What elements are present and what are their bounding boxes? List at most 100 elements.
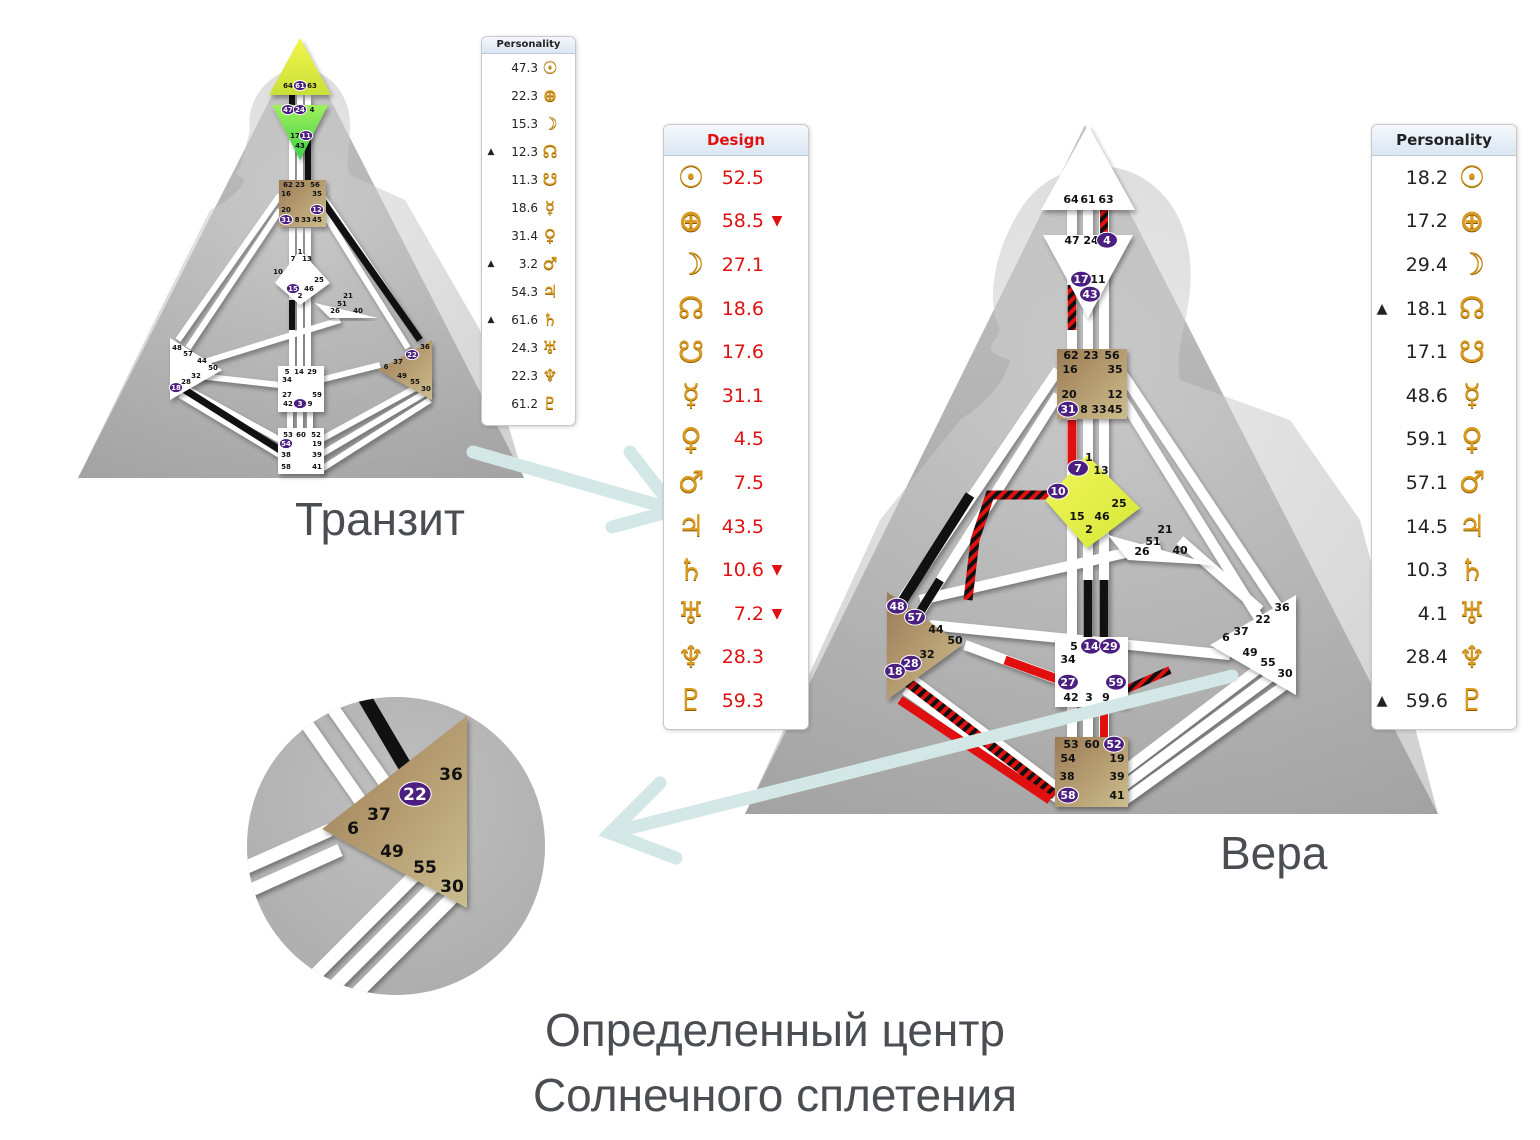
- vera-gate-root: 53: [1063, 738, 1078, 751]
- planet-icon: ☋: [677, 334, 705, 370]
- transit-personality-rows: 47.3☉22.3⊕15.3☽▲12.3☊11.3☋18.6☿31.4♀▲3.2…: [482, 54, 575, 418]
- planet-icon: ☿: [544, 198, 556, 218]
- transit_personality-row: 22.3⊕: [482, 82, 575, 110]
- transit-gate-heart: 21: [343, 292, 353, 300]
- design-row: ☿31.1: [664, 374, 808, 418]
- planet-icon: ☿: [681, 378, 701, 414]
- gate-highlight-badge: [886, 597, 908, 615]
- transit-gate-g: 13: [302, 255, 312, 263]
- vera-gate-solar: 55: [1260, 656, 1275, 669]
- transit-gate-sacral: 5: [285, 368, 290, 376]
- planet-value: 11.3: [511, 173, 538, 187]
- gate-highlight-badge: [292, 104, 308, 116]
- planet-value: 22.3: [511, 369, 538, 383]
- design-row: ♃43.5: [664, 505, 808, 549]
- vera-gate-root: 41: [1109, 789, 1124, 802]
- vera-gate-ajna: 24: [1083, 234, 1099, 247]
- personality-row: ▲ 18.1 ☊: [1372, 287, 1516, 331]
- planet-value: 18.2: [1405, 166, 1448, 189]
- transit-gate-root: 60: [296, 431, 306, 439]
- zoom-gate: 37: [367, 805, 391, 825]
- caption-vera: Вера: [1220, 827, 1328, 879]
- transit-gate-ajna: 4: [310, 106, 315, 114]
- personality-row: 57.1♂: [1372, 461, 1516, 505]
- direction-mark: ▲: [1376, 300, 1388, 317]
- personality-row: 59.1 ♀: [1372, 418, 1516, 462]
- vera-gate-spleen: 48: [889, 600, 904, 613]
- vera-gate-throat: 8: [1080, 403, 1088, 416]
- transit_personality-row: 54.3♃: [482, 278, 575, 306]
- transit-gate-throat: 45: [312, 216, 322, 224]
- design-rows: ☉52.5⊕58.5▼☽27.1☊18.6☋17.6☿31.1♀4.5♂7.5♃…: [664, 156, 808, 723]
- planet-value: 18.1: [1405, 297, 1448, 320]
- planet-value: 17.1: [1405, 341, 1448, 364]
- planet-icon: ☉: [542, 58, 558, 78]
- transit-gate-solar: 49: [397, 372, 407, 380]
- personality-row: ▲59.6♇: [1372, 679, 1516, 723]
- direction-mark: ▼: [771, 562, 783, 579]
- planet-value: 10.3: [1405, 559, 1448, 582]
- transit-personality-panel: Personality 47.3☉22.3⊕15.3☽▲12.3☊11.3☋18…: [481, 36, 576, 426]
- transit-gate-g: 2: [298, 292, 303, 300]
- vera-gate-throat: 56: [1104, 349, 1120, 362]
- transit-gate-root: 52: [311, 431, 321, 439]
- planet-icon: ♂: [677, 465, 705, 501]
- transit-gate-g: 46: [304, 285, 314, 293]
- planet-value: 10.6: [721, 559, 764, 582]
- personality-row: 10.3♄: [1372, 548, 1516, 592]
- caption-defined-center-line2: Солнечного сплетения: [532, 1069, 1018, 1121]
- planet-value: 4.1: [1417, 602, 1448, 625]
- transit-gate-spleen: 48: [172, 344, 182, 352]
- planet-icon: ♆: [677, 639, 705, 675]
- planet-icon: ♃: [677, 509, 705, 545]
- vera-gate-ajna: 11: [1090, 273, 1105, 286]
- planet-value: 22.3: [511, 89, 538, 103]
- transit-gate-sacral: 29: [307, 368, 317, 376]
- planet-value: 24.3: [511, 341, 538, 355]
- transit-gate-root: 41: [312, 463, 322, 471]
- gate-highlight-badge: [278, 214, 294, 226]
- planet-icon: ☊: [1458, 291, 1486, 327]
- design-row: ⊕58.5▼: [664, 200, 808, 244]
- zoom-gate: 30: [440, 877, 464, 897]
- planet-icon: ♀: [543, 226, 557, 246]
- planet-value: 59.1: [1405, 428, 1448, 451]
- planet-value: 61.2: [511, 397, 538, 411]
- vera-gate-throat: 16: [1062, 363, 1078, 376]
- planet-icon: ☉: [1458, 160, 1486, 196]
- vera-gate-spleen: 57: [907, 611, 922, 624]
- transit-gate-ajna: 24: [295, 106, 305, 114]
- vera-gate-solar: 22: [1255, 613, 1270, 626]
- transit_personality-row: ▲12.3☊: [482, 138, 575, 166]
- planet-icon: ♂: [1458, 465, 1486, 501]
- planet-icon: ♇: [542, 394, 558, 414]
- vera-gate-solar: 49: [1242, 646, 1257, 659]
- transit-personality-title: Personality: [482, 37, 575, 54]
- transit_personality-row: ▲61.6♄: [482, 306, 575, 334]
- vera-gate-root: 60: [1084, 738, 1100, 751]
- transit-gate-sacral: 14: [294, 368, 304, 376]
- planet-value: 31.4: [511, 229, 538, 243]
- planet-icon: ♀: [1461, 421, 1483, 457]
- planet-icon: ♆: [542, 366, 558, 386]
- vera-gate-sacral: 14: [1083, 640, 1099, 653]
- gate-highlight-badge: [1057, 400, 1079, 418]
- design-row: ♅7.2▼: [664, 592, 808, 636]
- planet-icon: ☿: [1462, 378, 1482, 414]
- vera-gate-root: 39: [1109, 770, 1124, 783]
- planet-value: 28.3: [721, 646, 764, 669]
- personality-row: 4.1 ♅: [1372, 592, 1516, 636]
- transit-gate-throat: 33: [301, 216, 311, 224]
- vera-gate-throat: 62: [1063, 349, 1078, 362]
- transit-gate-spleen: 28: [181, 378, 191, 386]
- planet-icon: ♃: [1458, 509, 1486, 545]
- direction-mark: ▲: [487, 147, 495, 157]
- gate-highlight-badge: [1067, 459, 1089, 477]
- transit-gate-throat: 56: [310, 181, 320, 189]
- zoom-gate: 6: [347, 819, 359, 839]
- transit_personality-row: 61.2 ♇: [482, 390, 575, 418]
- personality-row: 48.6☿: [1372, 374, 1516, 418]
- planet-icon: ♅: [1458, 596, 1486, 632]
- planet-icon: ♅: [542, 338, 558, 358]
- planet-value: 7.5: [733, 471, 764, 494]
